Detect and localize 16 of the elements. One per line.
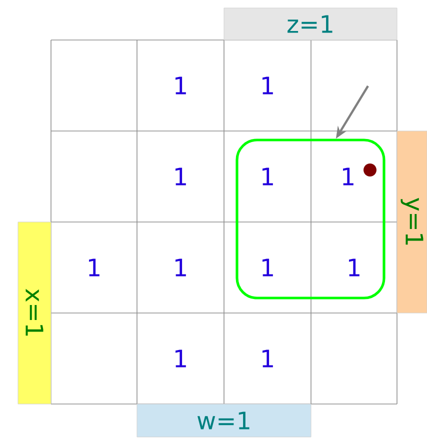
cell-value: 1 [176, 76, 186, 94]
cell-value: 1 [343, 168, 354, 186]
cell-value: 1 [262, 350, 273, 368]
label-band: w=1 [136, 404, 312, 438]
cell-value: 1 [262, 76, 273, 94]
label-band: y=1 [396, 130, 427, 314]
cell-value: 1 [176, 258, 186, 276]
cell-value: 1 [89, 258, 100, 276]
cell-value: 1 [262, 258, 273, 276]
label-band: x=1 [18, 222, 52, 404]
cell-value: 1 [176, 168, 186, 186]
group-loop [236, 138, 386, 300]
cell-value: 1 [176, 350, 186, 368]
cell-value: 1 [262, 168, 273, 186]
cell-value: 1 [349, 258, 360, 276]
label-band: z=1 [224, 8, 398, 40]
